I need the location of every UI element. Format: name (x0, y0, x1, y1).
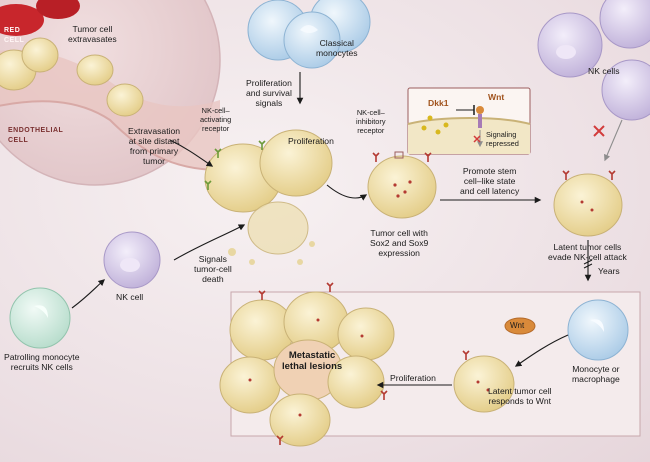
nk-blocked-arrow (604, 119, 623, 162)
attack-blocked-x (593, 125, 605, 137)
macrophage-shape (567, 299, 629, 361)
tumor-cluster-proliferation (204, 129, 333, 265)
wnt-pill (504, 317, 536, 335)
receptor-glyphs (258, 152, 616, 445)
years-label: Years (598, 266, 620, 276)
red-cell-shape (0, 4, 44, 36)
latent-tumor-cell-right (553, 173, 623, 237)
wnt-bottom-label: Wnt (510, 321, 525, 330)
tumor-cell-sox (367, 155, 437, 219)
wnt-top-label: Wnt (488, 92, 505, 102)
flow-arrows (71, 72, 592, 389)
nk-cells-label: NK cells (588, 66, 620, 76)
extravasation-lens (0, 0, 221, 186)
latent-tumor-cell-bottom (453, 355, 515, 413)
activating-receptor-glyphs (204, 140, 266, 190)
proliferation-top-label: Proliferation (288, 136, 334, 146)
proliferation-bottom-label: Proliferation (390, 373, 436, 383)
nk-cell-middle (103, 231, 161, 289)
metastatic-lesion-cluster (219, 291, 395, 447)
nk-cells-cluster (537, 0, 650, 121)
nk-cell-label: NK cell (116, 292, 144, 302)
wnt-inset (394, 87, 531, 159)
patrolling-monocyte-shape (9, 287, 71, 349)
classical-monocytes-cluster (247, 0, 371, 69)
dkk1-label: Dkk1 (428, 98, 449, 108)
years-break-mark (583, 259, 593, 269)
